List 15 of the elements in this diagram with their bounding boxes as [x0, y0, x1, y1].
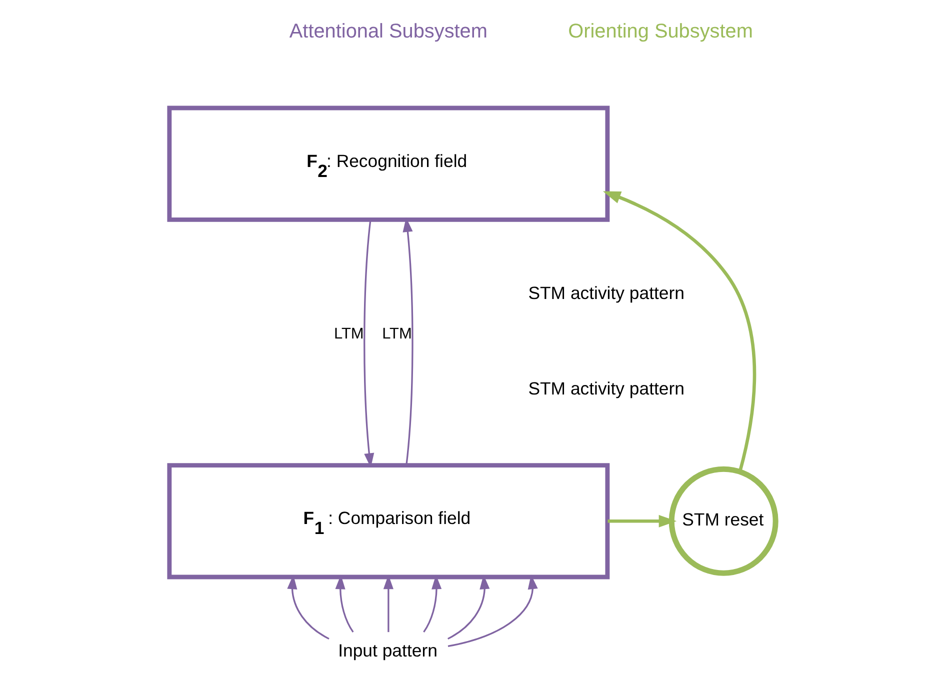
- arrow: [602, 191, 756, 472]
- label: Attentional Subsystem: [289, 20, 488, 43]
- arrow: [335, 574, 354, 633]
- node-circle: STM reset: [668, 466, 778, 576]
- label: Orienting Subsystem: [568, 20, 753, 43]
- label: STM activity pattern: [528, 283, 684, 304]
- node-text: Input pattern: [338, 640, 438, 660]
- arrow: [448, 574, 538, 648]
- arrow: [287, 574, 330, 640]
- arrow: [447, 574, 490, 640]
- arrow: [608, 514, 677, 528]
- label: STM activity pattern: [528, 378, 684, 398]
- arrow: [383, 574, 394, 632]
- edge-label: LTM: [382, 325, 412, 342]
- edge-label: LTM: [334, 325, 364, 342]
